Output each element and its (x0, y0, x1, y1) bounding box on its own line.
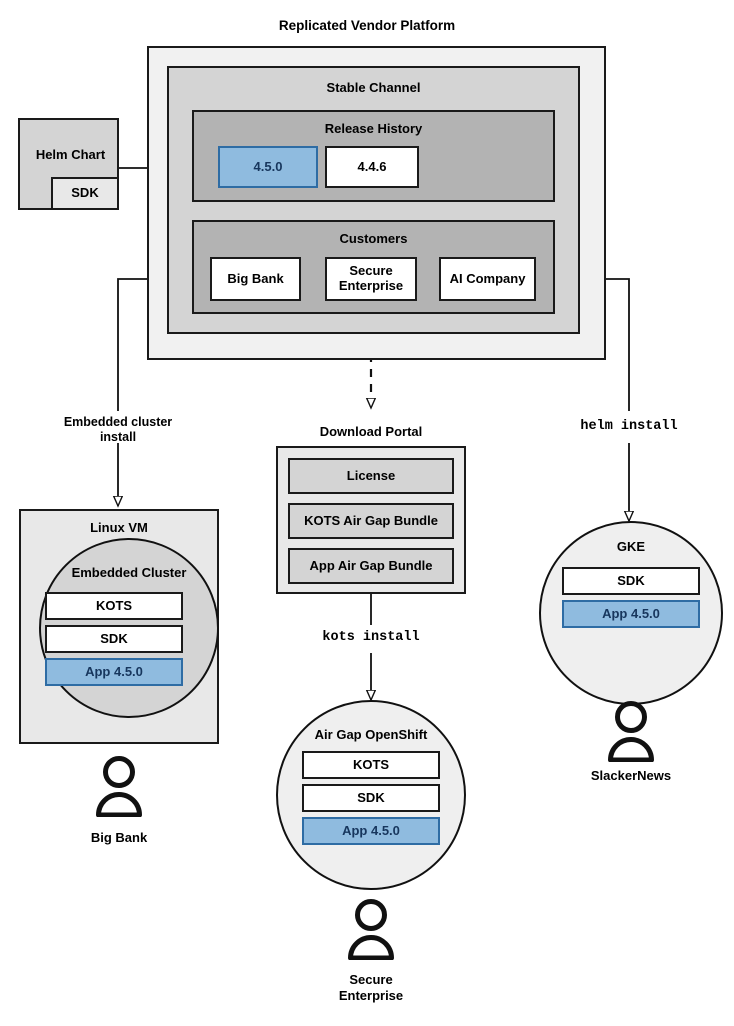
download-portal-title: Download Portal (319, 424, 423, 439)
linux-vm-title: Linux VM (90, 520, 148, 535)
embedded-cluster-install-label: Embedded cluster install (38, 415, 198, 445)
portal-artifact-app-air-gap-bundle[interactable]: App Air Gap Bundle (288, 548, 454, 584)
gke-component-sdk[interactable]: SDK (562, 567, 700, 595)
user-icon (96, 756, 142, 817)
air-gap-openshift-title: Air Gap OpenShift (314, 727, 428, 742)
portal-artifact-kots-air-gap-bundle[interactable]: KOTS Air Gap Bundle (288, 503, 454, 539)
artifact-label: App Air Gap Bundle (309, 557, 433, 573)
actor-big-bank-label: Big Bank (90, 830, 148, 845)
component-label: KOTS (95, 597, 133, 613)
openshift-component-sdk[interactable]: SDK (302, 784, 440, 812)
customer-label: Secure Enterprise (338, 263, 404, 293)
component-label: SDK (617, 572, 645, 588)
openshift-component-app[interactable]: App 4.5.0 (302, 817, 440, 845)
actor-slackernews-label: SlackerNews (590, 768, 672, 783)
stable-channel-title: Stable Channel (326, 80, 421, 95)
customers-title: Customers (339, 231, 408, 246)
linuxvm-component-app[interactable]: App 4.5.0 (45, 658, 183, 686)
component-label: App 4.5.0 (85, 663, 143, 679)
component-label: SDK (100, 630, 128, 646)
release-4-5-0[interactable]: 4.5.0 (218, 146, 318, 188)
embedded-cluster-title: Embedded Cluster (71, 565, 187, 580)
sdk-label: SDK (71, 185, 99, 201)
linuxvm-component-sdk[interactable]: SDK (45, 625, 183, 653)
kots-install-label: kots install (322, 630, 420, 645)
customer-label: AI Company (449, 270, 526, 286)
customer-secure-enterprise[interactable]: Secure Enterprise (325, 257, 417, 301)
openshift-component-kots[interactable]: KOTS (302, 751, 440, 779)
portal-artifact-license[interactable]: License (288, 458, 454, 494)
component-label: SDK (357, 789, 385, 805)
release-history-title: Release History (324, 121, 423, 136)
actor-label-line-1: Secure (349, 972, 393, 987)
embedded-cluster-install-line-2: install (99, 430, 137, 444)
linuxvm-component-kots[interactable]: KOTS (45, 592, 183, 620)
component-label: App 4.5.0 (602, 605, 660, 621)
helm-install-label: helm install (580, 419, 678, 434)
actor-label-line-2: Enterprise (338, 987, 404, 1003)
page-title: Replicated Vendor Platform (278, 18, 456, 33)
gke-title: GKE (616, 539, 646, 554)
component-label: App 4.5.0 (342, 822, 400, 838)
user-icon (348, 899, 394, 960)
embedded-cluster-install-line-1: Embedded cluster (63, 415, 173, 429)
user-icon (608, 701, 654, 762)
release-version-label: 4.5.0 (253, 158, 283, 174)
customer-ai-company[interactable]: AI Company (439, 257, 536, 301)
customer-label: Big Bank (227, 270, 284, 286)
artifact-label: License (346, 467, 396, 483)
artifact-label: KOTS Air Gap Bundle (304, 512, 438, 528)
customer-big-bank[interactable]: Big Bank (210, 257, 301, 301)
release-4-4-6[interactable]: 4.4.6 (325, 146, 419, 188)
actor-secure-enterprise-label: Secure Enterprise (291, 972, 451, 1003)
release-version-label: 4.4.6 (357, 158, 387, 174)
helm-chart-label: Helm Chart (35, 147, 106, 162)
component-label: KOTS (352, 756, 390, 772)
gke-component-app[interactable]: App 4.5.0 (562, 600, 700, 628)
helm-chart-sdk-box[interactable]: SDK (51, 177, 119, 210)
